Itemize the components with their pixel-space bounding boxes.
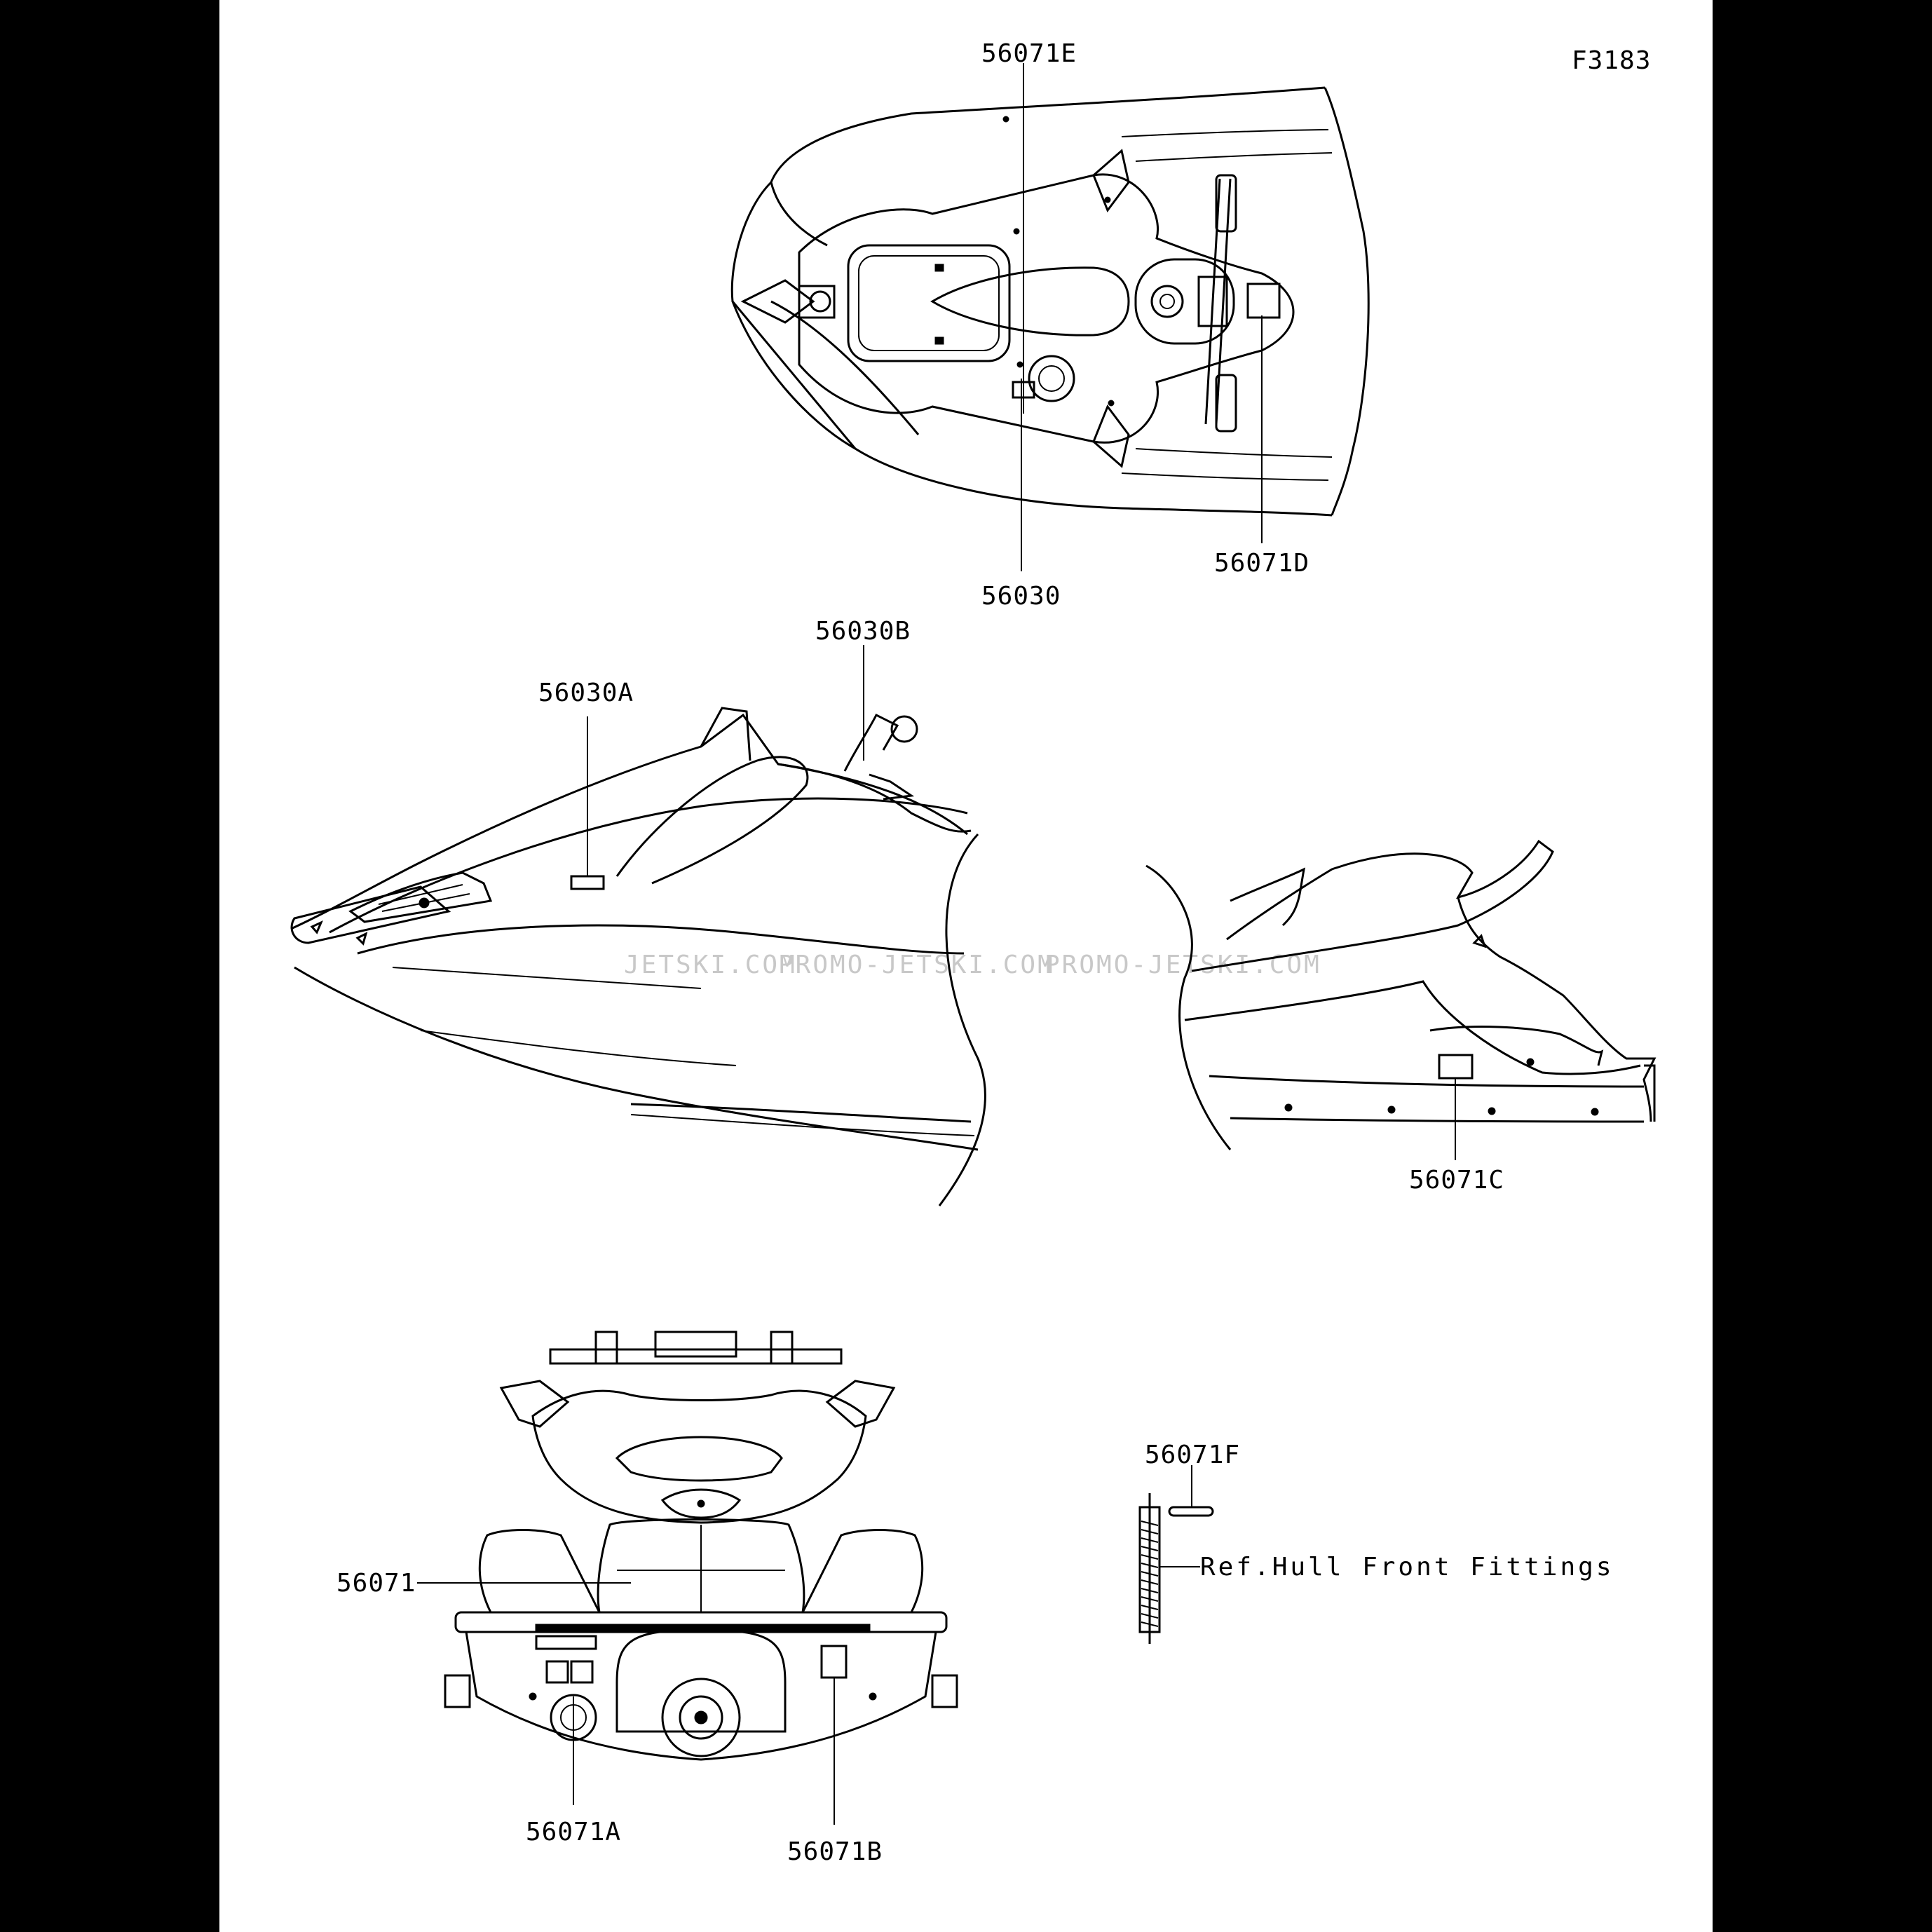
callout-56071B[interactable]: 56071B (787, 1837, 883, 1866)
callout-56071F[interactable]: 56071F (1145, 1441, 1240, 1469)
rear-view-illustration (444, 1331, 958, 1761)
callout-56071E[interactable]: 56071E (981, 39, 1077, 68)
callout-56071D[interactable]: 56071D (1214, 549, 1309, 578)
reference-note[interactable]: Ref.Hull Front Fittings (1200, 1553, 1614, 1581)
callout-56071[interactable]: 56071 (336, 1569, 416, 1598)
side-view-rear-illustration (1145, 839, 1657, 1150)
watermark-3: PROMO-JETSKI.COM (1045, 951, 1321, 979)
callout-56030[interactable]: 56030 (981, 582, 1061, 611)
top-view-illustration (730, 86, 1370, 517)
callout-56030B[interactable]: 56030B (815, 617, 911, 646)
side-view-front-illustration (290, 707, 986, 1206)
callout-56071A[interactable]: 56071A (526, 1818, 621, 1846)
watermark-1: JETSKI.COM (624, 951, 797, 979)
callout-56071C[interactable]: 56071C (1409, 1166, 1504, 1195)
figure-code: F3183 (1572, 46, 1651, 75)
callout-56030A[interactable]: 56030A (538, 679, 634, 707)
hull-front-fitting-illustration (1138, 1493, 1214, 1644)
parts-sheet (219, 0, 1713, 1932)
watermark-2: PROMO-JETSKI.COM (778, 951, 1055, 979)
